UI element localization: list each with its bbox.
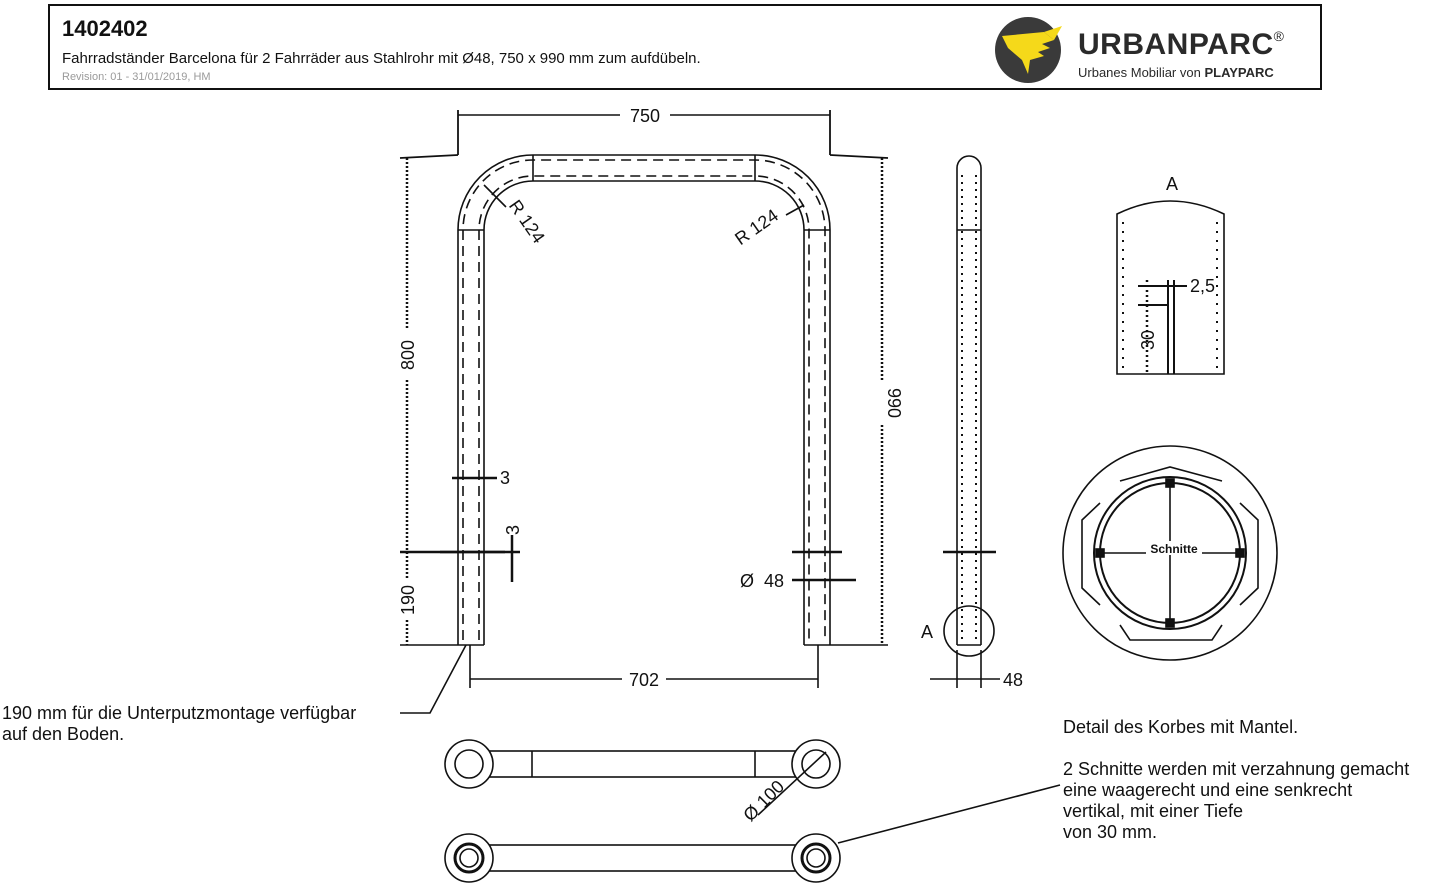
dim-base-diameter: Ø 100 (739, 776, 788, 825)
basket-note-title: Detail des Korbes mit Mantel. (1063, 717, 1299, 737)
tube-hidden-wall (462, 159, 826, 640)
embed-note: 190 mm für die Unterputzmontage verfügba… (2, 703, 402, 745)
side-tube-outline (956, 155, 982, 645)
document-revision: Revision: 01 - 31/01/2019, HM (62, 71, 211, 83)
basket-note-line-1: 2 Schnitte werden mit verzahnung gemacht (1063, 759, 1410, 779)
dim-750: 750 (630, 106, 660, 126)
dim-30: 30 (1138, 330, 1158, 350)
basket-note-line-3: vertikal, mit einer Tiefe (1063, 801, 1244, 821)
brand-name: URBANPARC® (1078, 28, 1285, 61)
basket-note-line-2: eine waagerecht und eine senkrecht (1063, 780, 1353, 800)
dim-radius-right: R 124 (731, 205, 782, 249)
dim-diameter-48: Ø 48 (740, 571, 784, 591)
section-a-circle (943, 605, 995, 657)
ring-outer (1093, 476, 1247, 630)
dim-48: 48 (1003, 670, 1023, 690)
bottom-view (444, 784, 1061, 883)
dim-190: 190 (398, 585, 418, 615)
dim-990: 990 (884, 388, 904, 418)
document-description: Fahrradständer Barcelona für 2 Fahrräder… (62, 50, 701, 67)
bird-logo-icon (995, 17, 1062, 83)
detail-a-outline (1116, 200, 1225, 375)
basket-detail-note: Detail des Korbes mit Mantel. 2 Schnitte… (1063, 717, 1445, 843)
basket-detail: Schnitte (1062, 445, 1278, 661)
detail-label-a: A (1166, 174, 1178, 194)
front-view: 750 800 990 190 R 124 R 124 3 3 Ø 48 702 (398, 106, 904, 714)
detail-a-view: A 2,5 30 (1116, 174, 1225, 375)
tube-outer-outline (457, 154, 831, 645)
dim-thickness-1: 3 (500, 468, 510, 488)
embed-note-leader (400, 644, 467, 714)
top-view: Ø 100 (444, 739, 841, 825)
dim-2-5: 2,5 (1190, 276, 1215, 296)
dim-thickness-2: 3 (503, 525, 523, 535)
detail-note-leader (837, 784, 1061, 844)
dim-800: 800 (398, 340, 418, 370)
basket-note-line-4: von 30 mm. (1063, 822, 1158, 842)
tube-hidden-wall-inner (478, 175, 810, 640)
dim-radius-left: R 124 (505, 196, 549, 247)
document-number: 1402402 (62, 16, 148, 41)
side-view: A 48 (921, 155, 1023, 690)
bottom-view-tube (483, 844, 801, 872)
section-label-a: A (921, 622, 933, 642)
embed-note-line-1: 190 mm für die Unterputzmontage verfügba… (2, 703, 357, 723)
mantle-outer (1062, 445, 1278, 661)
dim-702: 702 (629, 670, 659, 690)
tube-inner-outline (483, 180, 805, 645)
cuts-label: Schnitte (1150, 542, 1198, 556)
title-block: 1402402 Fahrradständer Barcelona für 2 F… (48, 4, 1322, 90)
embed-note-line-2: auf den Boden. (2, 724, 125, 744)
brand-tagline: Urbanes Mobiliar von PLAYPARC (1078, 65, 1274, 80)
urbanparc-logo: URBANPARC® Urbanes Mobiliar von PLAYPARC (992, 14, 1312, 84)
